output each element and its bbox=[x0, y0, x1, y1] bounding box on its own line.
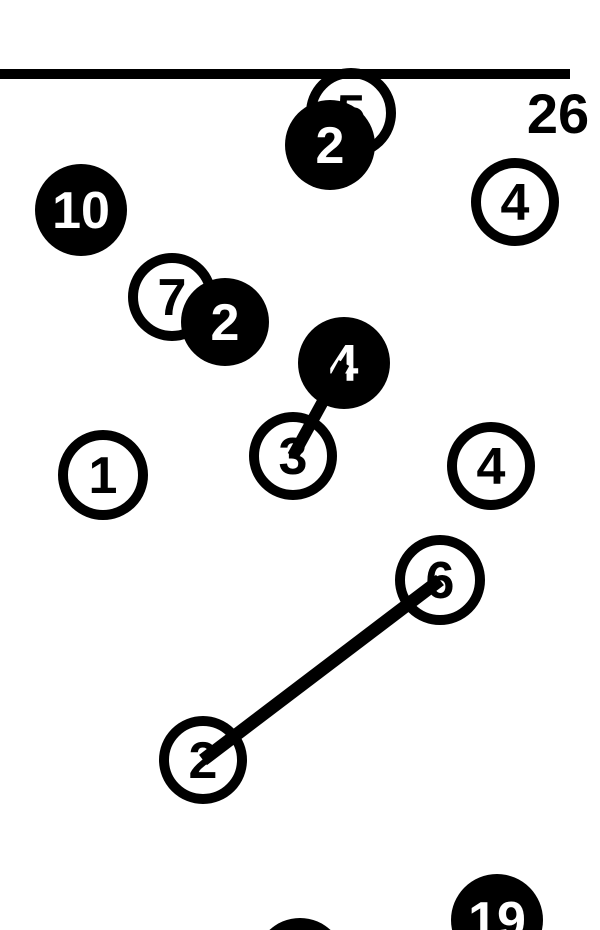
node-1[interactable]: 1 bbox=[58, 430, 148, 520]
node-19-circle[interactable] bbox=[451, 874, 543, 930]
node-19[interactable]: 19 bbox=[451, 874, 543, 930]
node-4-mid-circle[interactable] bbox=[447, 422, 535, 510]
node-2-mid[interactable]: 2 bbox=[181, 278, 269, 366]
node-4-right-value: 4 bbox=[501, 174, 530, 232]
nodes-layer: 521047243146219 bbox=[35, 68, 559, 930]
edge-2-6 bbox=[199, 574, 444, 766]
node-2-top[interactable]: 2 bbox=[285, 100, 375, 190]
edge-4-3 bbox=[287, 360, 350, 459]
node-4-right[interactable]: 4 bbox=[471, 158, 559, 246]
node-partial-circle[interactable] bbox=[255, 918, 345, 930]
node-4-right-circle[interactable] bbox=[471, 158, 559, 246]
node-19-value: 19 bbox=[468, 892, 526, 930]
node-2-mid-circle[interactable] bbox=[181, 278, 269, 366]
node-2-top-circle[interactable] bbox=[285, 100, 375, 190]
node-partial[interactable] bbox=[255, 918, 345, 930]
node-4-mid[interactable]: 4 bbox=[447, 422, 535, 510]
node-2-mid-value: 2 bbox=[211, 294, 240, 352]
node-4-mid-value: 4 bbox=[477, 438, 506, 496]
node-1-value: 1 bbox=[89, 447, 118, 505]
node-2-top-value: 2 bbox=[316, 117, 345, 175]
node-2-low-value: 2 bbox=[189, 732, 218, 790]
node-10-circle[interactable] bbox=[35, 164, 127, 256]
node-1-circle[interactable] bbox=[58, 430, 148, 520]
node-10[interactable]: 10 bbox=[35, 164, 127, 256]
score-label: 26 bbox=[527, 82, 589, 145]
edges-layer bbox=[199, 360, 444, 766]
node-10-value: 10 bbox=[52, 182, 110, 240]
